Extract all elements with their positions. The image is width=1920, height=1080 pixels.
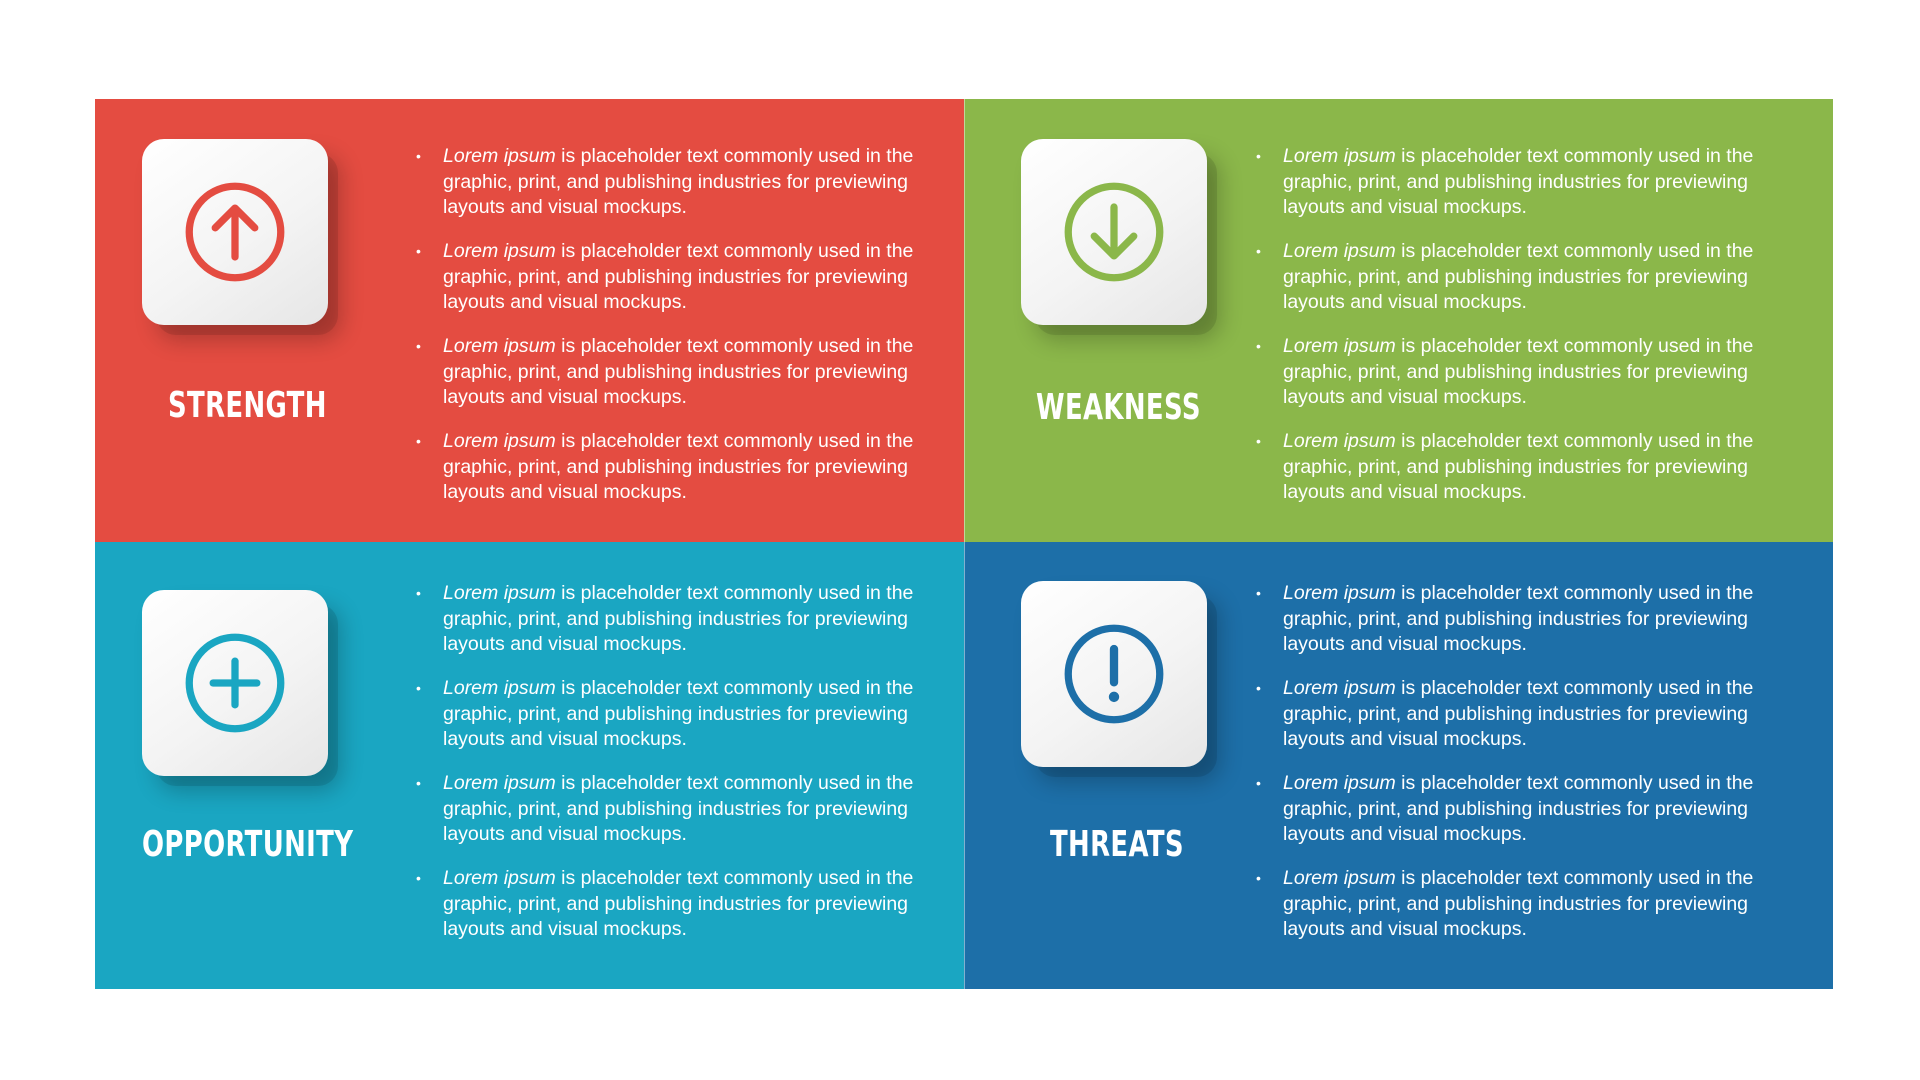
bullet-item: •Lorem ipsum is placeholder text commonl… xyxy=(416,145,914,219)
swot-grid: STRENGTH •Lorem ipsum is placeholder tex… xyxy=(95,99,1833,989)
bullet-item: •Lorem ipsum is placeholder text commonl… xyxy=(416,772,914,846)
weakness-bullet-list: •Lorem ipsum is placeholder text commonl… xyxy=(1251,144,1771,506)
strength-quadrant: STRENGTH •Lorem ipsum is placeholder tex… xyxy=(95,99,964,542)
strength-icon-tile xyxy=(142,139,328,325)
bullet-item: •Lorem ipsum is placeholder text commonl… xyxy=(416,582,914,656)
weakness-quadrant: WEAKNESS •Lorem ipsum is placeholder tex… xyxy=(964,99,1833,542)
bullet-item: •Lorem ipsum is placeholder text commonl… xyxy=(416,335,914,409)
bullet-item: •Lorem ipsum is placeholder text commonl… xyxy=(1256,867,1754,941)
opportunity-bullet-list: •Lorem ipsum is placeholder text commonl… xyxy=(411,581,931,943)
bullet-item: •Lorem ipsum is placeholder text commonl… xyxy=(1256,430,1754,504)
bullet-item: •Lorem ipsum is placeholder text commonl… xyxy=(1256,335,1754,409)
weakness-title: WEAKNESS xyxy=(1036,387,1201,428)
plus-circle-icon xyxy=(185,633,285,733)
bullet-item: •Lorem ipsum is placeholder text commonl… xyxy=(1256,145,1754,219)
threats-bullet-list: •Lorem ipsum is placeholder text commonl… xyxy=(1251,581,1771,943)
opportunity-title: OPPORTUNITY xyxy=(142,824,354,865)
bullet-item: •Lorem ipsum is placeholder text commonl… xyxy=(416,240,914,314)
weakness-icon-tile xyxy=(1021,139,1207,325)
bullet-item: •Lorem ipsum is placeholder text commonl… xyxy=(1256,772,1754,846)
threats-title: THREATS xyxy=(1050,824,1184,865)
bullet-item: •Lorem ipsum is placeholder text commonl… xyxy=(1256,240,1754,314)
threats-icon-tile xyxy=(1021,581,1207,767)
strength-title: STRENGTH xyxy=(168,385,327,426)
bullet-item: •Lorem ipsum is placeholder text commonl… xyxy=(416,430,914,504)
strength-bullet-list: •Lorem ipsum is placeholder text commonl… xyxy=(411,144,931,506)
arrow-up-circle-icon xyxy=(185,182,285,282)
threats-quadrant: THREATS •Lorem ipsum is placeholder text… xyxy=(964,542,1833,989)
bullet-item: •Lorem ipsum is placeholder text commonl… xyxy=(416,677,914,751)
bullet-item: •Lorem ipsum is placeholder text commonl… xyxy=(1256,677,1754,751)
exclamation-circle-icon xyxy=(1064,624,1164,724)
bullet-item: •Lorem ipsum is placeholder text commonl… xyxy=(1256,582,1754,656)
opportunity-icon-tile xyxy=(142,590,328,776)
arrow-down-circle-icon xyxy=(1064,182,1164,282)
opportunity-quadrant: OPPORTUNITY •Lorem ipsum is placeholder … xyxy=(95,542,964,989)
bullet-item: •Lorem ipsum is placeholder text commonl… xyxy=(416,867,914,941)
